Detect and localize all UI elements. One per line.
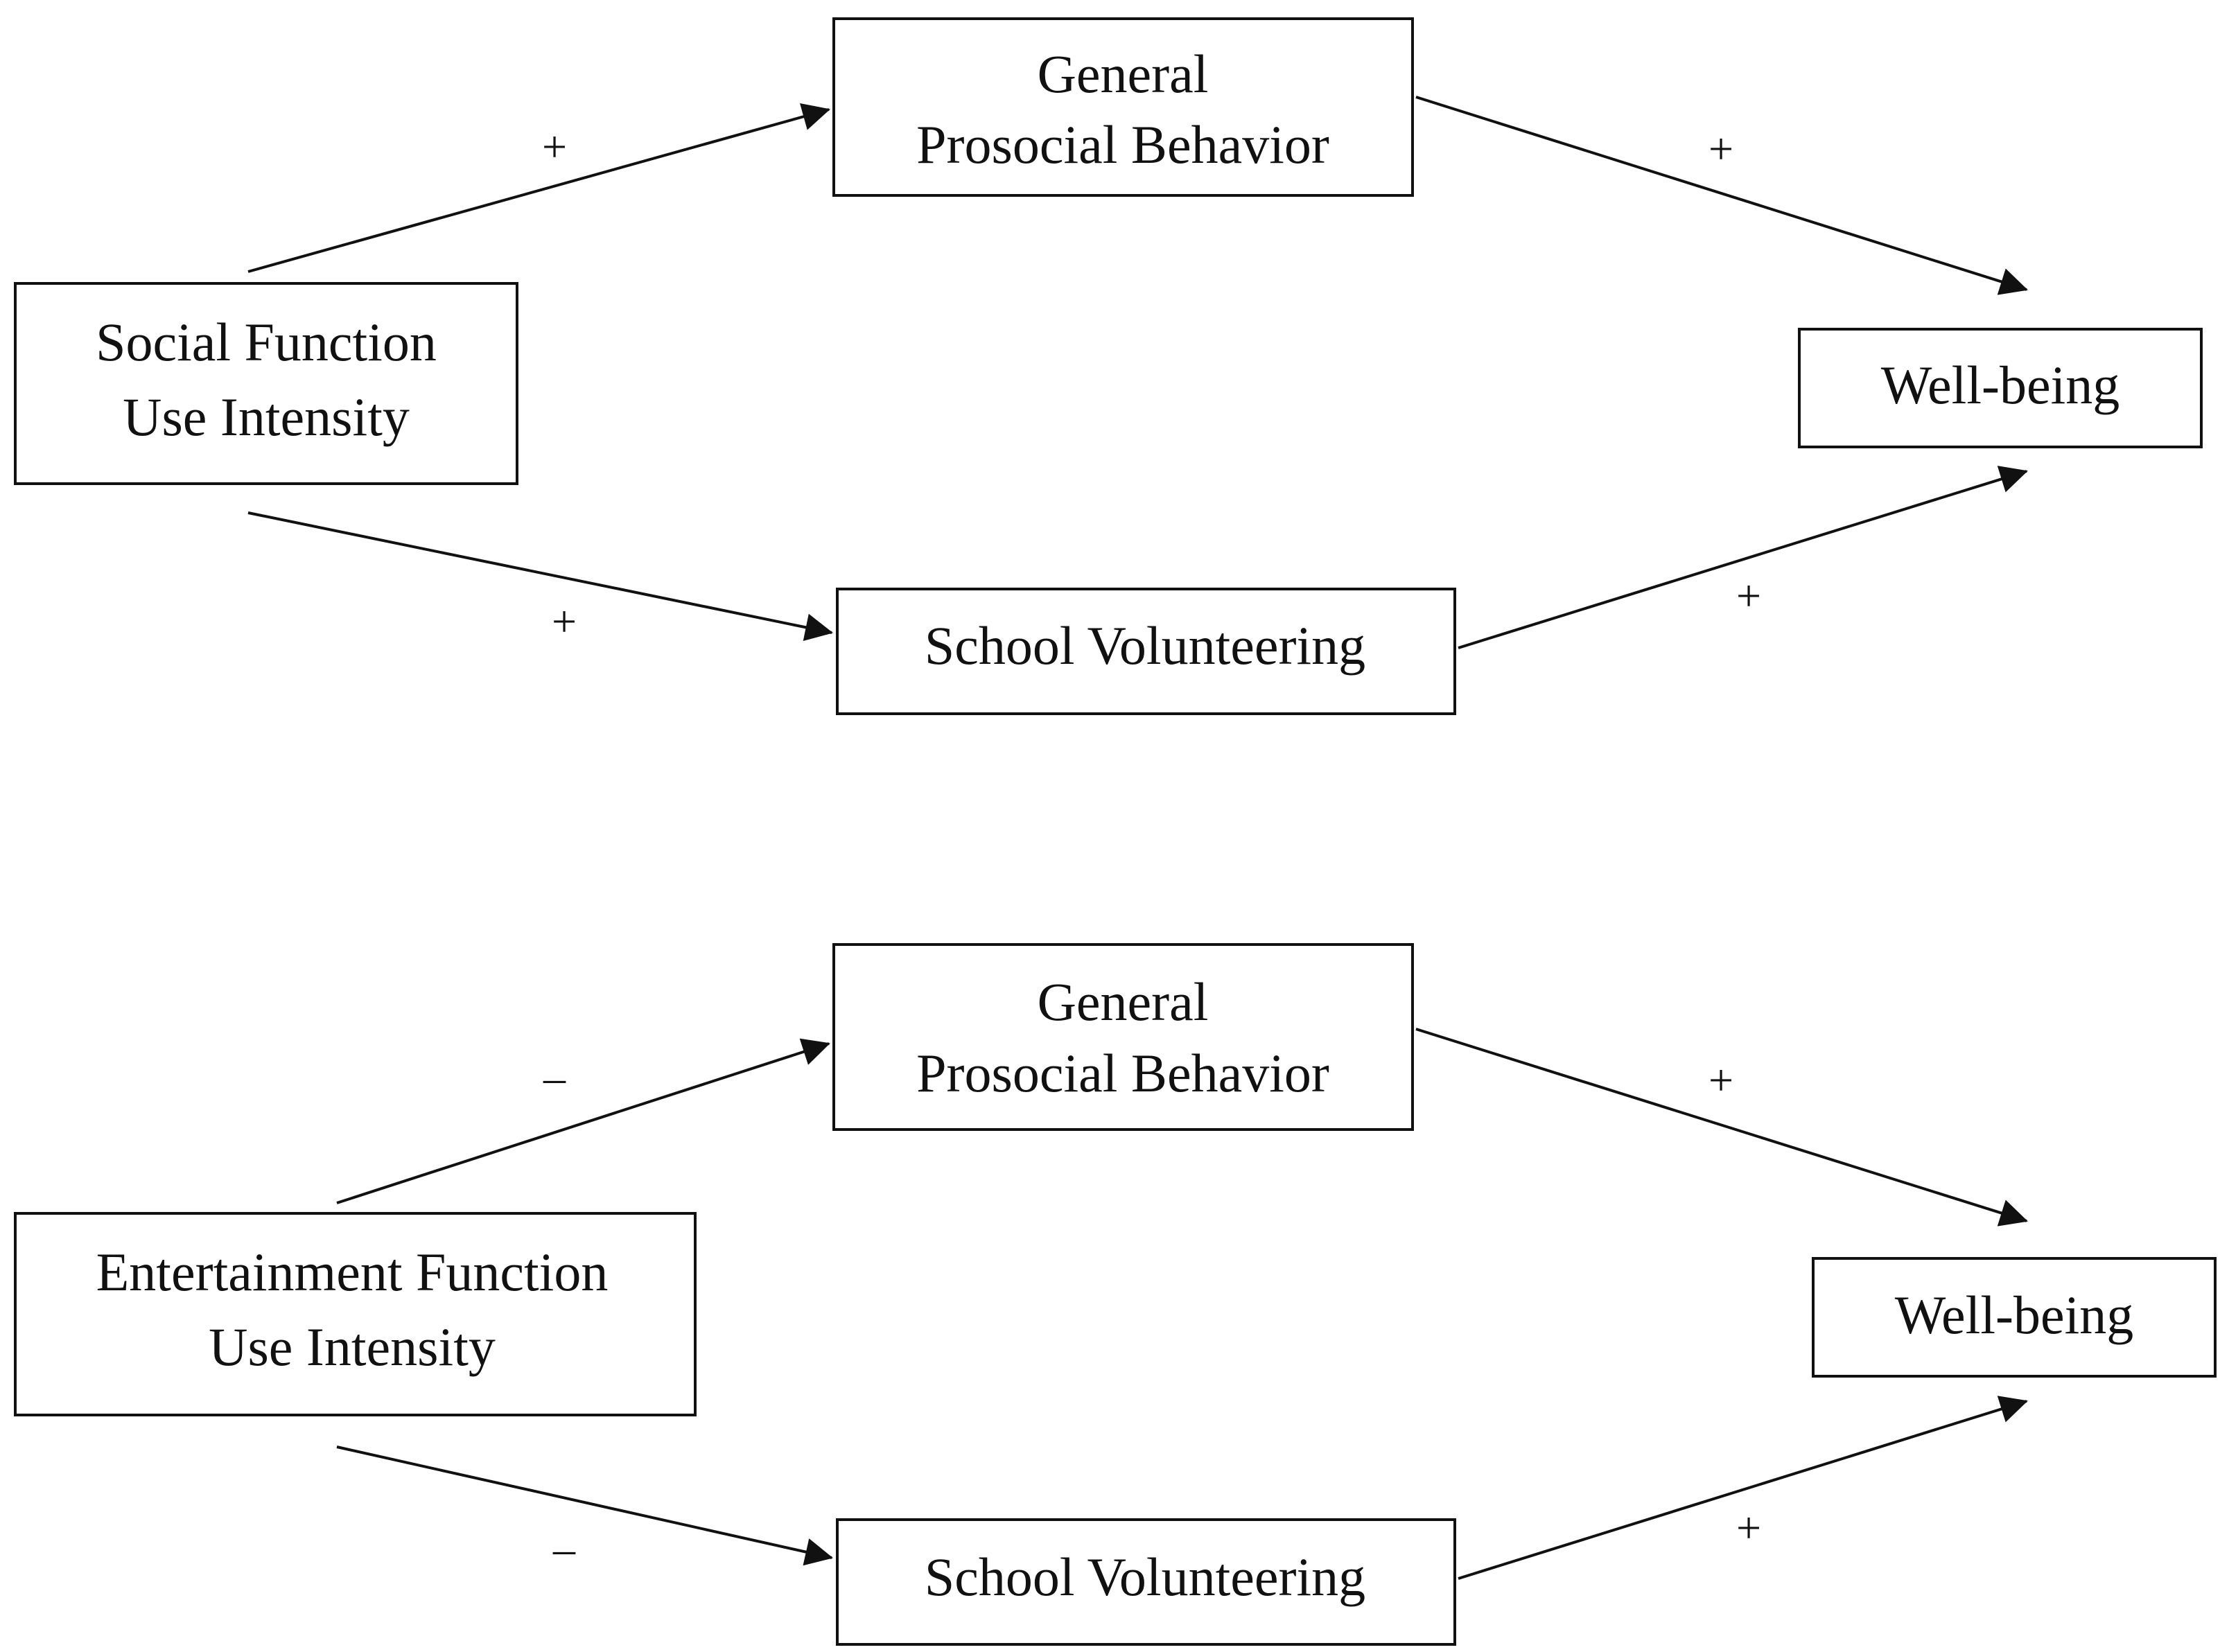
node-source-line-1: Social Function: [96, 312, 437, 372]
sign-source-to-volunteering: +: [552, 597, 577, 646]
edge-source-to-prosocial: [336, 1038, 830, 1204]
node-wellbeing: Well-being: [1812, 1257, 2217, 1378]
edge-source-to-volunteering: [247, 511, 833, 641]
node-wellbeing-line-1: Well-being: [1881, 355, 2120, 415]
node-wellbeing: Well-being: [1798, 328, 2203, 448]
node-prosocial-line-2: Prosocial Behavior: [916, 1043, 1329, 1103]
edge-volunteering-to-wellbeing: [1458, 466, 2028, 649]
sign-volunteering-to-wellbeing: +: [1736, 1503, 1761, 1552]
sign-volunteering-to-wellbeing: +: [1736, 571, 1761, 620]
edge-source-to-volunteering: [336, 1446, 833, 1566]
node-school-volunteering: School Volunteering: [836, 1518, 1456, 1646]
sign-source-to-volunteering: –: [552, 1524, 576, 1573]
edge-source-to-prosocial: [247, 103, 830, 273]
node-prosocial-behavior: General Prosocial Behavior: [832, 17, 1414, 197]
node-prosocial-line-1: General: [1038, 972, 1209, 1032]
sign-prosocial-to-wellbeing: +: [1708, 1055, 1733, 1105]
node-prosocial-behavior: General Prosocial Behavior: [832, 943, 1414, 1131]
node-source-line-1: Entertainment Function: [96, 1242, 609, 1302]
node-volunteering-line-1: School Volunteering: [925, 615, 1365, 676]
panel-entertainment-function: – + – + Entertainment Function Use Inten…: [14, 943, 2217, 1646]
edge-volunteering-to-wellbeing: [1458, 1396, 2028, 1580]
node-prosocial-line-2: Prosocial Behavior: [916, 114, 1329, 175]
node-school-volunteering: School Volunteering: [836, 588, 1456, 715]
edge-prosocial-to-wellbeing: [1415, 96, 2028, 295]
node-source: Entertainment Function Use Intensity: [14, 1212, 697, 1416]
edge-prosocial-to-wellbeing: [1415, 1028, 2028, 1227]
node-prosocial-line-1: General: [1038, 44, 1209, 104]
node-source-line-2: Use Intensity: [123, 387, 410, 447]
node-volunteering-line-1: School Volunteering: [925, 1547, 1365, 1607]
sign-prosocial-to-wellbeing: +: [1708, 124, 1733, 173]
node-source: Social Function Use Intensity: [14, 282, 518, 485]
sign-source-to-prosocial: +: [542, 122, 567, 171]
panel-social-function: + + + + Social Function Use Intensity Ge…: [14, 17, 2203, 715]
node-source-line-2: Use Intensity: [209, 1317, 496, 1377]
node-wellbeing-line-1: Well-being: [1895, 1285, 2134, 1345]
sign-source-to-prosocial: –: [543, 1053, 566, 1102]
